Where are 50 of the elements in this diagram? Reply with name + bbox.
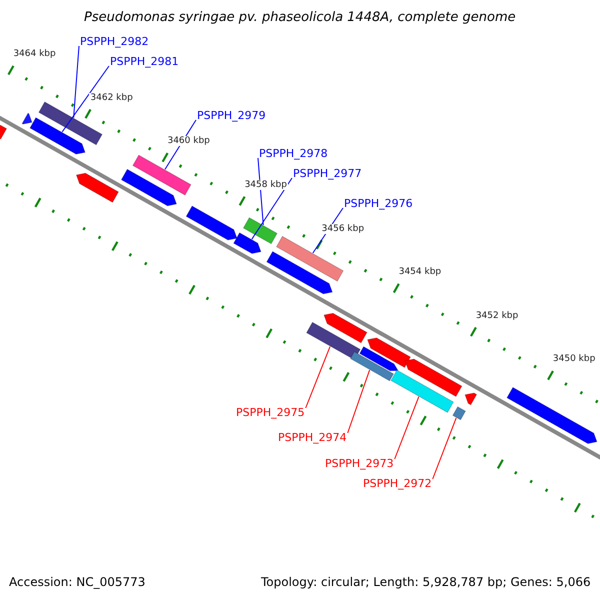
accession-text: Accession: NC_005773 — [9, 575, 146, 589]
leader-line — [432, 417, 457, 480]
gene-label: PSPPH_2972 — [363, 477, 432, 490]
gene-block — [350, 351, 394, 382]
gene-feature — [0, 124, 8, 140]
gene-feature — [404, 358, 462, 397]
gene-label: PSPPH_2982 — [80, 35, 149, 48]
gene-feature — [367, 338, 411, 368]
tick-label: 3454 kbp — [398, 267, 442, 278]
gene-feature — [76, 172, 119, 203]
tick-label: 3462 kbp — [89, 92, 134, 103]
leader-line — [394, 396, 420, 460]
gene-label: PSPPH_2974 — [278, 431, 347, 444]
gene-block — [276, 236, 344, 282]
leader-line — [62, 66, 110, 132]
gene-block — [242, 217, 278, 244]
gene-label: PSPPH_2973 — [325, 457, 394, 470]
tick-label: 3450 kbp — [552, 354, 596, 364]
gene-feature — [22, 112, 32, 124]
gene-feature — [120, 168, 177, 206]
gene-block — [390, 370, 454, 413]
tick-label: 3456 kbp — [320, 224, 366, 234]
diagram-title: Pseudomonas syringae pv. phaseolicola 1448A, complete genome — [84, 10, 516, 25]
gene-feature — [359, 346, 399, 372]
leader-line — [347, 370, 370, 434]
gene-block — [452, 406, 466, 420]
gene-label: PSPPH_2981 — [110, 55, 179, 68]
gene-label: PSPPH_2977 — [293, 167, 362, 180]
gene-label: PSPPH_2975 — [236, 406, 305, 419]
genome-info-text: Topology: circular; Length: 5,928,787 bp; Genes: 5,066 — [261, 575, 591, 589]
tick-label: 3458 kbp — [244, 180, 288, 190]
gene-feature — [266, 251, 333, 294]
leader-line — [251, 178, 292, 240]
gene-feature — [233, 232, 262, 254]
gene-label: PSPPH_2978 — [259, 147, 328, 160]
leader-line — [305, 346, 331, 408]
gene-feature — [30, 117, 86, 154]
tick-label: 3464 kbp — [12, 49, 57, 60]
gene-label: PSPPH_2979 — [197, 109, 266, 122]
tick-label: 3452 kbp — [474, 310, 520, 321]
gene-feature — [186, 206, 238, 240]
gene-label: PSPPH_2976 — [344, 197, 413, 210]
gene-feature — [506, 386, 598, 444]
gene-feature — [464, 392, 478, 406]
leader-line — [73, 46, 80, 118]
gene-block — [132, 154, 192, 196]
gene-feature — [324, 312, 368, 344]
gene-block — [38, 102, 103, 146]
gene-block — [306, 322, 361, 360]
tick-label: 3460 kbp — [166, 136, 211, 146]
